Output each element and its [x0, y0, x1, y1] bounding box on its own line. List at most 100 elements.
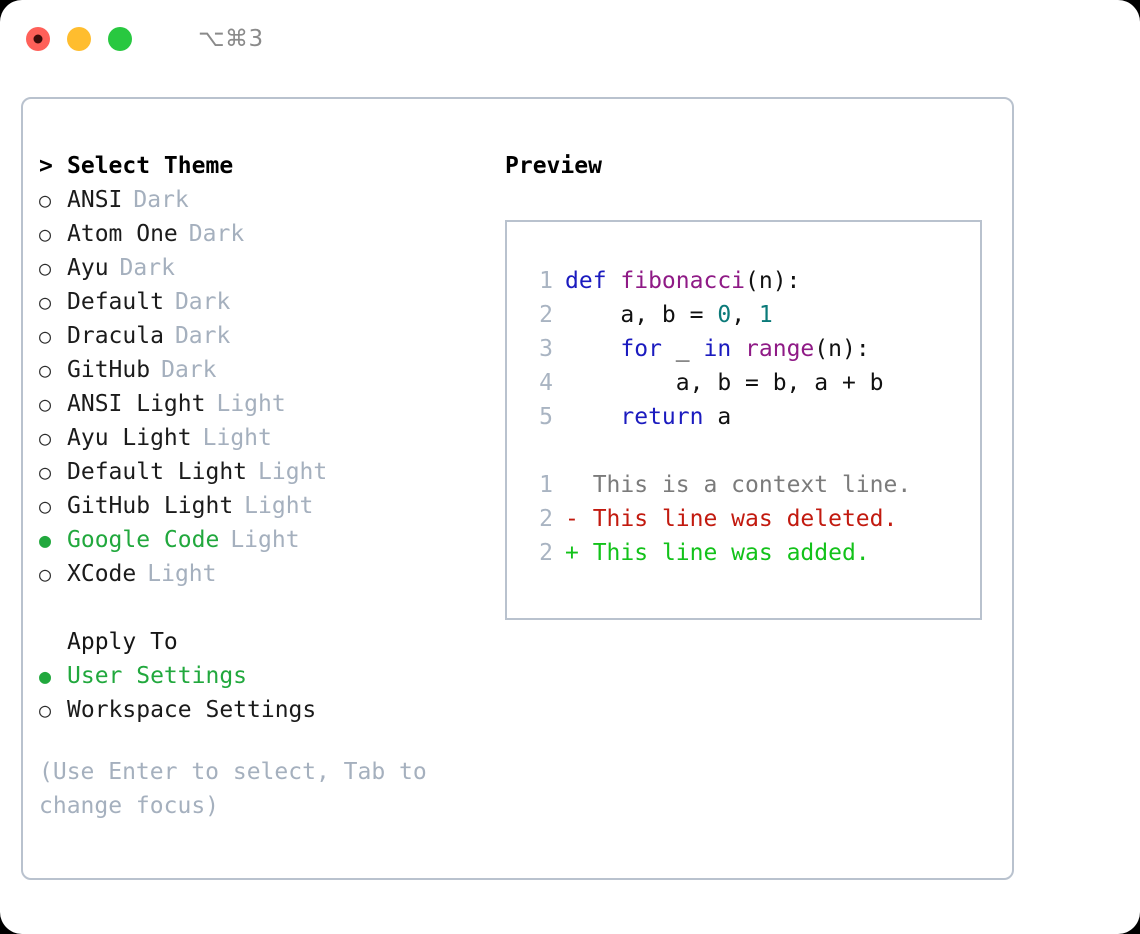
code-token-pln: _: [661, 336, 704, 362]
theme-option-label: Default: [67, 289, 164, 315]
code-text: a, b = b, a + b: [565, 366, 884, 400]
apply-to-option-label: Workspace Settings: [67, 697, 317, 723]
theme-option-label: Atom One: [67, 221, 178, 247]
theme-variant-badge: Light: [202, 425, 272, 451]
code-token-pln: [731, 336, 745, 362]
theme-option-ansi[interactable]: ○ ANSI Dark: [39, 183, 491, 217]
theme-variant-badge: Light: [216, 391, 286, 417]
radio-unselected-icon[interactable]: ○: [39, 392, 52, 416]
theme-variant-badge: Dark: [161, 357, 217, 383]
code-token-fn: range: [745, 336, 815, 362]
code-diff-gap: [525, 434, 980, 468]
preview-title: Preview: [505, 153, 602, 179]
apply-to-option-workspace-settings[interactable]: ○ Workspace Settings: [39, 693, 491, 727]
theme-option-atom-one[interactable]: ○ Atom One Dark: [39, 217, 491, 251]
theme-option-label: GitHub Light: [67, 493, 234, 519]
theme-option-ayu-light[interactable]: ○ Ayu Light Light: [39, 421, 491, 455]
code-token-num: 0: [717, 302, 732, 328]
code-token-pln: a, b =: [565, 302, 718, 328]
radio-unselected-icon[interactable]: ○: [39, 460, 52, 484]
diff-line: 2 + This line was added.: [525, 536, 980, 570]
window-titlebar: ⌥⌘3: [0, 0, 1140, 78]
code-text: def fibonacci(n):: [565, 264, 800, 298]
code-sample: 1 def fibonacci(n): 2 a, b = 0, 1 3 for _ i…: [525, 264, 980, 434]
code-token-kw: for: [620, 336, 662, 362]
theme-option-label: Default Light: [67, 459, 248, 485]
diff-text: This line was added.: [578, 540, 870, 566]
diff-marker: [565, 468, 579, 502]
diff-sample: 1 This is a context line.2- This line wa…: [525, 468, 980, 570]
diff-line: 2- This line was deleted.: [525, 502, 980, 536]
theme-variant-badge: Dark: [119, 255, 175, 281]
code-token-kw: in: [703, 336, 732, 362]
maximize-button[interactable]: [108, 27, 132, 51]
diff-marker: +: [565, 540, 579, 566]
radio-selected-icon[interactable]: ●: [39, 528, 52, 552]
line-number: 2: [539, 540, 553, 566]
radio-unselected-icon[interactable]: ○: [39, 324, 52, 348]
radio-unselected-icon[interactable]: ○: [39, 698, 52, 722]
line-number: 1: [539, 268, 553, 294]
radio-selected-icon[interactable]: ●: [39, 664, 52, 688]
theme-option-label: ANSI: [67, 187, 123, 213]
code-token-pln: (n):: [745, 268, 801, 294]
apply-to-option-user-settings[interactable]: ● User Settings: [39, 659, 491, 693]
line-number: 1: [539, 472, 553, 498]
diff-marker: -: [565, 506, 579, 532]
radio-unselected-icon[interactable]: ○: [39, 290, 52, 314]
radio-unselected-icon[interactable]: ○: [39, 494, 52, 518]
theme-option-xcode[interactable]: ○ XCode Light: [39, 557, 491, 591]
code-line: 5 return a: [525, 400, 980, 434]
line-number: 2: [539, 302, 553, 328]
window-title: ⌥⌘3: [198, 26, 264, 52]
code-token-pln: a, b = b, a + b: [565, 370, 884, 396]
theme-variant-badge: Light: [147, 561, 217, 587]
apply-to-header: Apply To: [39, 625, 491, 659]
theme-option-label: Ayu Light: [67, 425, 192, 451]
theme-variant-badge: Dark: [188, 221, 245, 247]
prompt-caret-icon: >: [39, 153, 53, 179]
radio-unselected-icon[interactable]: ○: [39, 562, 52, 586]
radio-unselected-icon[interactable]: ○: [39, 222, 52, 246]
code-token-kw: return: [620, 404, 704, 430]
code-token-pln: [565, 336, 620, 362]
code-token-pln: a: [703, 404, 732, 430]
line-number: 3: [539, 336, 553, 362]
code-token-num: 1: [758, 302, 773, 328]
code-token-fn: fibonacci: [620, 268, 746, 294]
close-button[interactable]: [26, 27, 50, 51]
theme-option-label: XCode: [67, 561, 137, 587]
code-text: for _ in range(n):: [565, 332, 870, 366]
radio-unselected-icon[interactable]: ○: [39, 256, 52, 280]
radio-unselected-icon[interactable]: ○: [39, 188, 52, 212]
code-token-pln: [565, 404, 620, 430]
diff-line: 1 This is a context line.: [525, 468, 980, 502]
theme-variant-badge: Light: [230, 527, 300, 553]
radio-unselected-icon[interactable]: ○: [39, 426, 52, 450]
minimize-button[interactable]: [67, 27, 91, 51]
radio-unselected-icon[interactable]: ○: [39, 358, 52, 382]
code-line: 4 a, b = b, a + b: [525, 366, 980, 400]
apply-to-label: Apply To: [67, 629, 178, 655]
theme-variant-badge: Dark: [174, 323, 231, 349]
apply-to-option-label: User Settings: [67, 663, 248, 689]
theme-variant-badge: Dark: [133, 187, 189, 213]
code-text: a, b = 0, 1: [565, 298, 773, 332]
code-token-pln: (n):: [814, 336, 870, 362]
code-token-pln: ,: [731, 302, 759, 328]
select-theme-label: Select Theme: [67, 153, 234, 179]
select-theme-header: > Select Theme: [39, 149, 491, 183]
line-number: 4: [539, 370, 553, 396]
